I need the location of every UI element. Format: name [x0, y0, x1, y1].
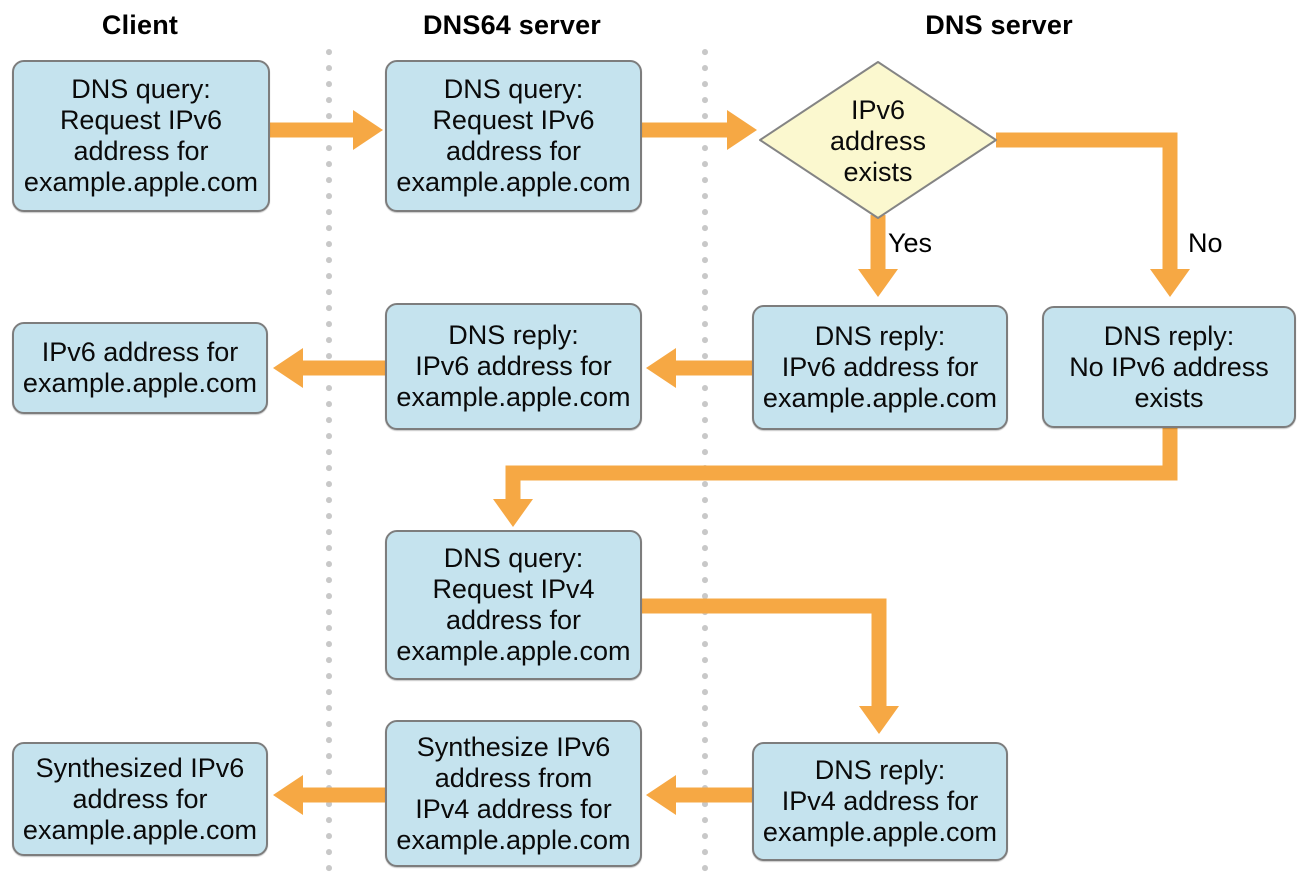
arrowhead-client-to-dns64-icon	[353, 110, 383, 150]
node-client-dns-query: DNS query: Request IPv6 address for exam…	[12, 60, 270, 212]
node-client-synthesized-result: Synthesized IPv6 address for example.app…	[12, 742, 268, 856]
node-client-ipv6-result: IPv6 address for example.apple.com	[12, 322, 268, 414]
arrowhead-yes-branch-icon	[858, 269, 898, 297]
node-dns-reply-ipv6: DNS reply: IPv6 address for example.appl…	[752, 305, 1008, 430]
node-dns64-synthesize: Synthesize IPv6 address from IPv4 addres…	[385, 720, 642, 867]
arrowhead-no-branch-icon	[1150, 269, 1190, 297]
column-header-client: Client	[101, 10, 179, 40]
node-dns64-reply-ipv6: DNS reply: IPv6 address for example.appl…	[385, 303, 642, 430]
decision-diamond	[759, 61, 997, 219]
arrowhead-ipv4reply-to-synthesize-icon	[646, 775, 676, 815]
yes-branch-label: Yes	[888, 228, 933, 258]
arrow-no-branch	[996, 132, 1178, 269]
arrowhead-reply-to-client-icon	[273, 348, 303, 388]
no-branch-label: No	[1188, 228, 1223, 258]
arrow-ipv4query-to-reply	[642, 598, 887, 706]
node-dns64-dns-query: DNS query: Request IPv6 address for exam…	[385, 60, 642, 212]
arrowhead-ipv4query-to-reply-icon	[859, 706, 899, 734]
node-dns-reply-ipv4: DNS reply: IPv4 address for example.appl…	[752, 742, 1008, 861]
column-header-dns64-server: DNS64 server	[422, 10, 602, 40]
node-dns64-ipv4-query: DNS query: Request IPv4 address for exam…	[385, 530, 642, 680]
arrow-noreply-to-ipv4query	[505, 428, 1178, 499]
arrowhead-dns64-to-dnsserver-icon	[727, 110, 757, 150]
arrowhead-reply-to-dns64-icon	[646, 348, 676, 388]
arrowhead-synthesize-to-client-icon	[273, 775, 303, 815]
node-dns-reply-no-ipv6: DNS reply: No IPv6 address exists	[1042, 306, 1296, 428]
column-header-dns-server: DNS server	[925, 10, 1073, 40]
decision-diamond-label: IPv6 address exists	[829, 95, 927, 187]
arrowhead-noreply-to-ipv4query-icon	[493, 499, 533, 527]
